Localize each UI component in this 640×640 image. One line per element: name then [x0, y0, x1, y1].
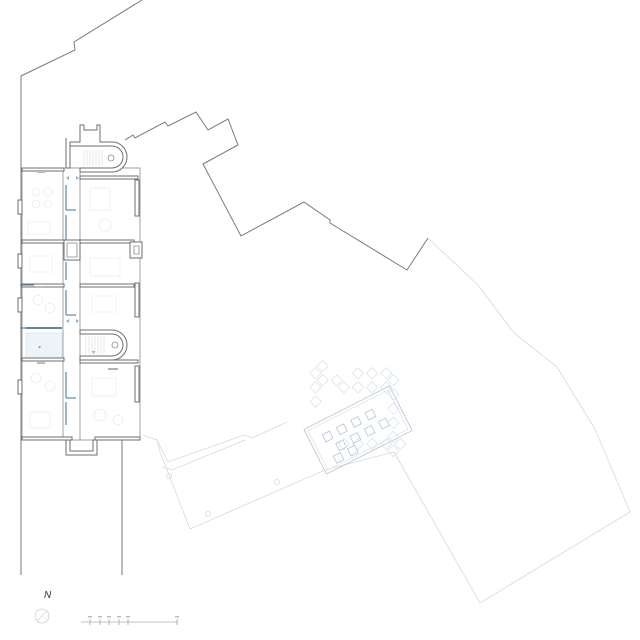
site-boundary-north	[20, 0, 143, 575]
terrace-lower	[156, 439, 395, 530]
site-boundary-east	[124, 111, 429, 271]
planter-circle	[166, 473, 172, 479]
planter-circle	[205, 511, 211, 517]
scale-bar-labels	[88, 616, 179, 618]
scale-bar	[81, 619, 178, 625]
terrace-outline	[142, 421, 288, 463]
stair-hall	[25, 332, 63, 359]
paver-grid	[309, 360, 407, 458]
furniture	[27, 187, 124, 429]
terrace-step	[161, 439, 246, 471]
pavilion	[303, 385, 413, 475]
partition-walls	[20, 185, 118, 425]
north-label: N	[44, 590, 52, 601]
planter-circle	[274, 479, 280, 485]
north-arrow-icon	[34, 608, 50, 624]
building	[17, 124, 143, 456]
site-boundary-light-east	[393, 237, 631, 604]
